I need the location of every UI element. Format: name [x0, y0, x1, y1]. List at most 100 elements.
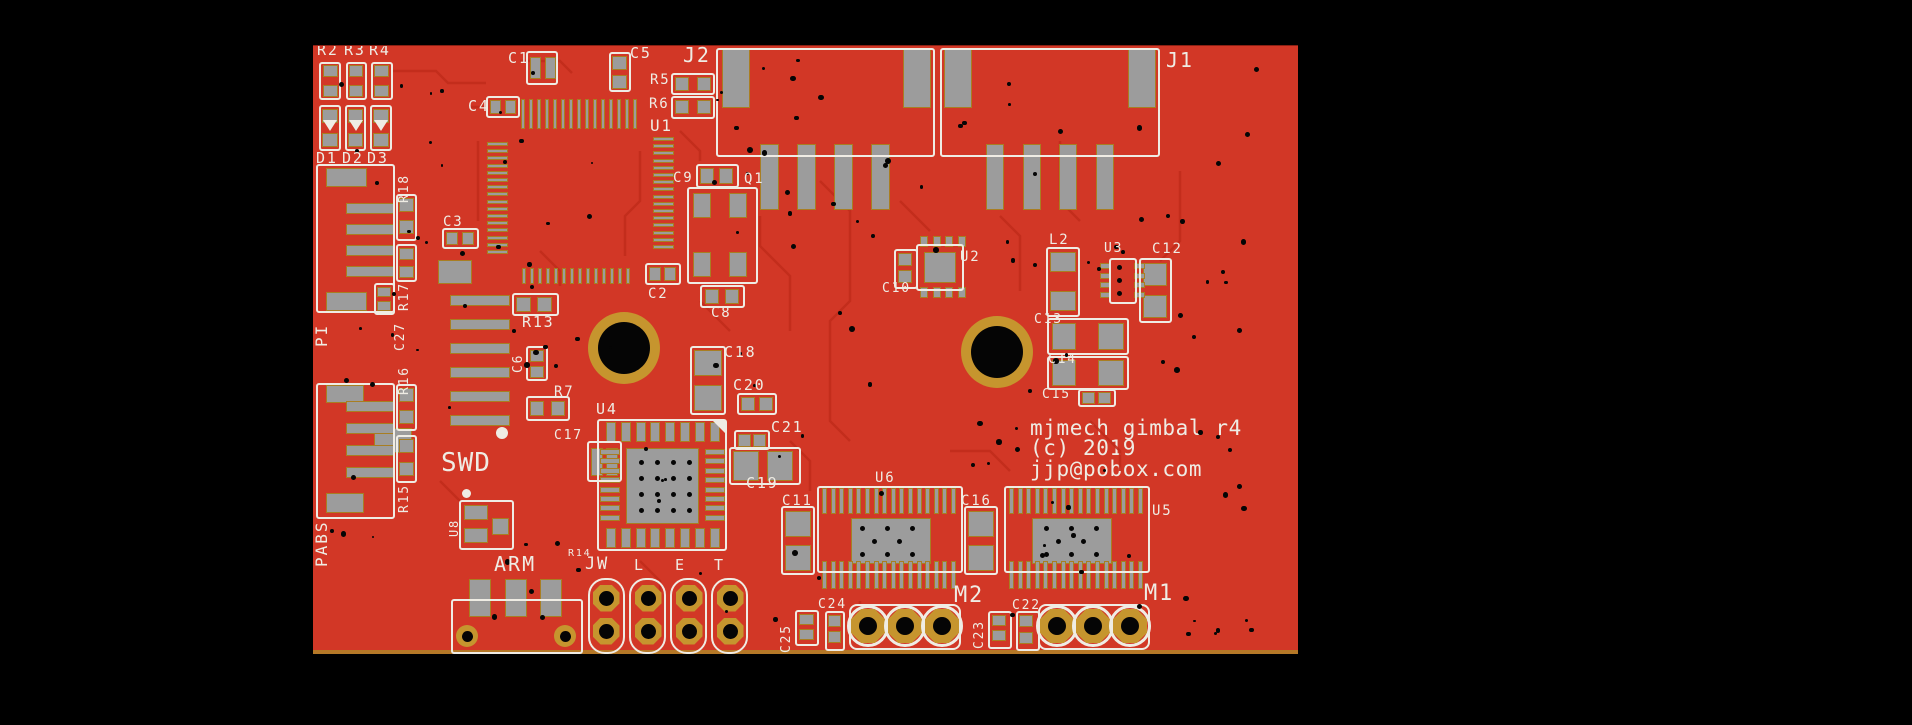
smd-pad — [1009, 488, 1014, 514]
via-dot — [818, 94, 824, 101]
smd-pad — [1086, 488, 1092, 514]
silk-label-Q1: Q1 — [744, 171, 765, 187]
via-dot — [1223, 280, 1228, 285]
silk-label-D2: D2 — [342, 149, 364, 167]
smd-pad — [633, 99, 637, 129]
via-dot — [1007, 103, 1011, 106]
th-pad-hole — [640, 623, 656, 639]
smd-pad — [908, 488, 913, 514]
silk-outline — [1078, 389, 1116, 407]
via-dot — [338, 81, 345, 88]
smd-pad — [323, 65, 338, 77]
via-dot — [884, 525, 890, 531]
silk-label-C21: C21 — [771, 418, 804, 436]
smd-pad — [693, 252, 711, 277]
smd-pad — [945, 236, 953, 247]
via-dot — [1043, 525, 1049, 531]
silk-dot — [496, 427, 508, 439]
via-dot — [359, 326, 363, 330]
silk-outline — [1016, 611, 1040, 651]
via-dot — [654, 507, 660, 513]
pin1-mark — [712, 420, 725, 433]
smd-pad — [487, 163, 508, 168]
smd-pad — [693, 193, 711, 218]
smd-pad — [450, 415, 510, 426]
silk-label-C20: C20 — [733, 376, 766, 394]
smd-pad — [585, 99, 589, 129]
smd-pad — [675, 100, 689, 114]
via-dot — [1136, 603, 1143, 610]
smd-pad — [865, 561, 870, 589]
silk-label-C6: C6 — [511, 353, 526, 373]
via-dot — [415, 348, 419, 352]
via-dot — [643, 446, 649, 452]
smd-pad — [625, 99, 629, 129]
smd-pad — [916, 488, 922, 514]
via-dot — [794, 116, 799, 121]
via-dot — [762, 66, 766, 70]
via-dot — [1028, 388, 1033, 393]
smd-pad — [653, 158, 674, 163]
smd-pad — [653, 201, 674, 206]
trace — [899, 200, 931, 232]
silk-label-C5: C5 — [630, 45, 652, 62]
silk-label-C24: C24 — [818, 597, 847, 612]
smd-pad — [1112, 561, 1118, 589]
smd-pad — [399, 410, 414, 424]
smd-pad — [1009, 561, 1014, 589]
silk-outline — [609, 52, 631, 92]
smd-pad — [908, 561, 913, 589]
silk-outline — [396, 384, 417, 431]
via-dot — [440, 163, 444, 167]
smd-pad — [374, 65, 389, 77]
via-dot — [1222, 492, 1229, 499]
smd-pad — [554, 268, 558, 284]
smd-pad — [729, 193, 747, 218]
smd-pad — [882, 561, 888, 589]
smd-pad — [785, 511, 811, 537]
silk-label-PI: PI — [313, 323, 331, 347]
silk-label-R4: R4 — [369, 45, 391, 59]
trace — [950, 449, 1011, 472]
via-dot — [576, 567, 581, 573]
smd-pad — [1095, 488, 1100, 514]
smd-pad — [612, 56, 627, 70]
silk-label-C23: C23 — [972, 620, 987, 649]
smd-pad — [925, 561, 931, 589]
via-dot — [859, 551, 865, 557]
th-pad-hole — [559, 630, 571, 642]
via-dot — [1244, 619, 1248, 623]
via-dot — [1102, 468, 1106, 472]
via-dot — [638, 491, 644, 497]
via-dot — [849, 325, 856, 332]
silk-label-C10: C10 — [882, 281, 911, 296]
smd-pad — [600, 505, 620, 512]
via-dot — [792, 550, 798, 557]
via-dot — [530, 285, 535, 290]
via-dot — [590, 161, 594, 165]
smd-pad — [822, 561, 827, 589]
smd-pad — [602, 268, 606, 284]
smd-pad — [722, 48, 750, 108]
via-dot — [1254, 66, 1260, 72]
via-dot — [1050, 500, 1054, 504]
smd-pad — [609, 99, 613, 129]
via-dot — [712, 179, 718, 186]
via-dot — [909, 525, 915, 531]
trace — [623, 151, 642, 256]
smd-pad — [920, 287, 928, 298]
silk-label-R16: R16 — [397, 366, 412, 395]
silk-outline — [645, 263, 681, 285]
via-dot — [429, 141, 433, 145]
via-dot — [1010, 612, 1015, 618]
silk-outline — [916, 244, 964, 291]
th-pad-hole — [722, 623, 738, 639]
via-dot — [407, 229, 411, 233]
smd-pad — [620, 422, 631, 442]
smd-pad — [650, 422, 661, 442]
smd-pad — [653, 137, 674, 141]
via-dot — [831, 201, 836, 207]
smd-pad — [1069, 561, 1075, 589]
silk-copyright-line: (c) 2019 — [1030, 436, 1136, 460]
via-dot — [340, 531, 347, 537]
